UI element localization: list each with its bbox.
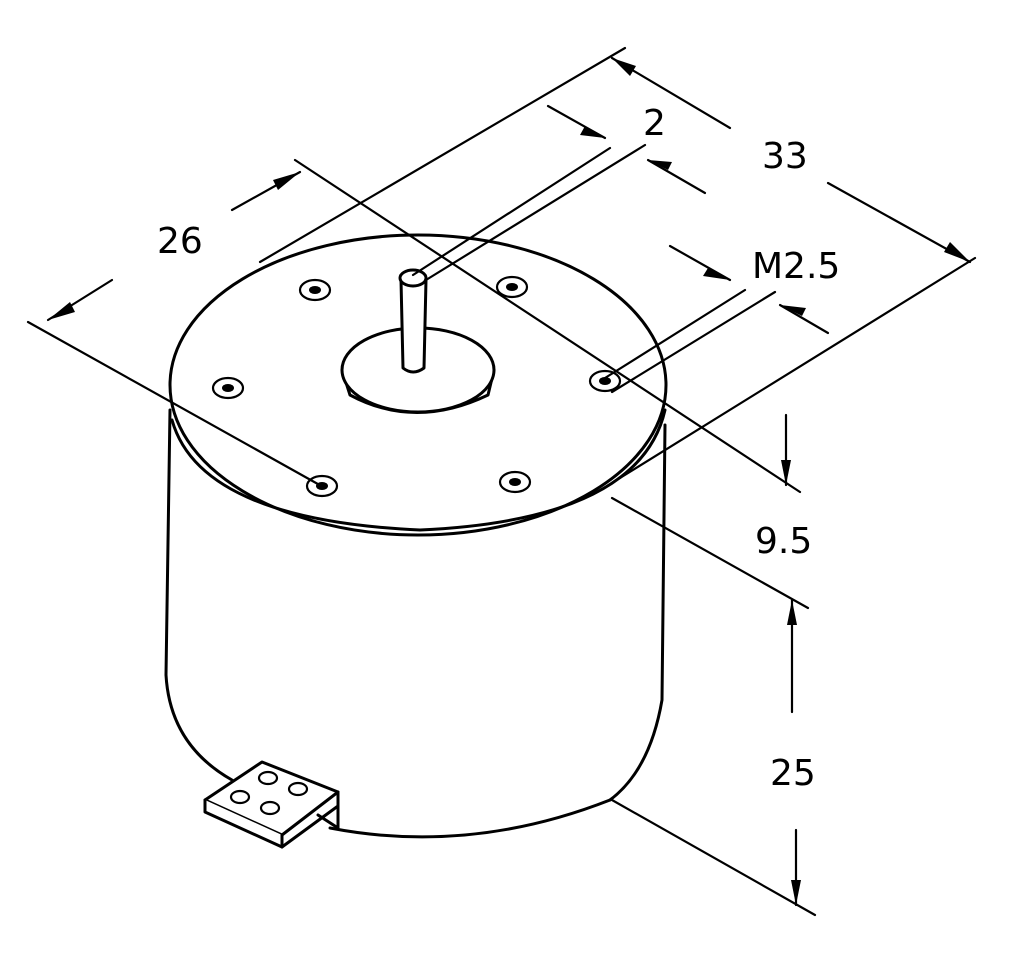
- dim-line-2-b: [646, 158, 707, 195]
- ext-line-mid: [610, 496, 810, 610]
- ext-line-2-left: [411, 146, 612, 277]
- ext-line-33-left: [258, 46, 627, 264]
- label-shaft-length: 2: [643, 103, 666, 144]
- arrow-icon: [787, 600, 797, 625]
- body-right-edge: [608, 423, 667, 802]
- label-mount-hole-height: 9.5: [755, 521, 812, 562]
- tab-front: [203, 798, 284, 849]
- shaft-assembly: [340, 268, 496, 414]
- dim-line-m25-a: [668, 244, 732, 282]
- terminal-tab: [203, 760, 340, 849]
- dimension-lines: [26, 46, 977, 917]
- dimension-labels: 2 33 26 M2.5 9.5 25: [157, 103, 840, 794]
- label-body-diameter: 26: [157, 221, 203, 262]
- ext-line-26-left: [26, 320, 327, 490]
- arrow-icon: [791, 880, 801, 905]
- ext-line-m25-right: [610, 290, 777, 394]
- hole-icon: [498, 470, 532, 494]
- dim-line-m25-b: [778, 303, 830, 335]
- arrow-icon: [580, 126, 605, 138]
- top-rim: [170, 408, 667, 532]
- tab-hole-icon: [257, 770, 279, 786]
- arrow-icon: [648, 160, 672, 170]
- arrow-icon: [48, 302, 75, 320]
- label-body-length-total: 33: [762, 136, 808, 177]
- hole-icon: [495, 275, 529, 299]
- ext-line-33-right: [618, 256, 977, 480]
- arrow-icon: [612, 58, 636, 76]
- arrow-icon: [703, 268, 730, 280]
- arrow-icon: [944, 242, 970, 262]
- tab-hole-icon: [229, 789, 251, 805]
- ext-line-26-right: [293, 158, 802, 494]
- ext-line-2-right: [424, 143, 647, 282]
- ext-line-m25-left: [603, 288, 747, 380]
- ext-line-bottom: [610, 798, 817, 917]
- label-body-height: 25: [770, 753, 816, 794]
- tab-hole-icon: [259, 800, 281, 816]
- shaft: [399, 278, 428, 374]
- arrow-icon: [781, 460, 791, 485]
- hole-icon: [588, 369, 622, 393]
- body-bottom-curve: [328, 798, 612, 839]
- arrow-icon: [273, 172, 300, 190]
- label-mount-thread: M2.5: [752, 246, 840, 287]
- hole-icon: [211, 376, 245, 400]
- arrow-icon: [780, 305, 806, 316]
- shaft-tip: [398, 268, 428, 288]
- hole-icon: [298, 278, 332, 302]
- tab-bracket: [316, 804, 340, 830]
- body-left-edge: [164, 408, 234, 782]
- tab-hole-icon: [287, 781, 309, 797]
